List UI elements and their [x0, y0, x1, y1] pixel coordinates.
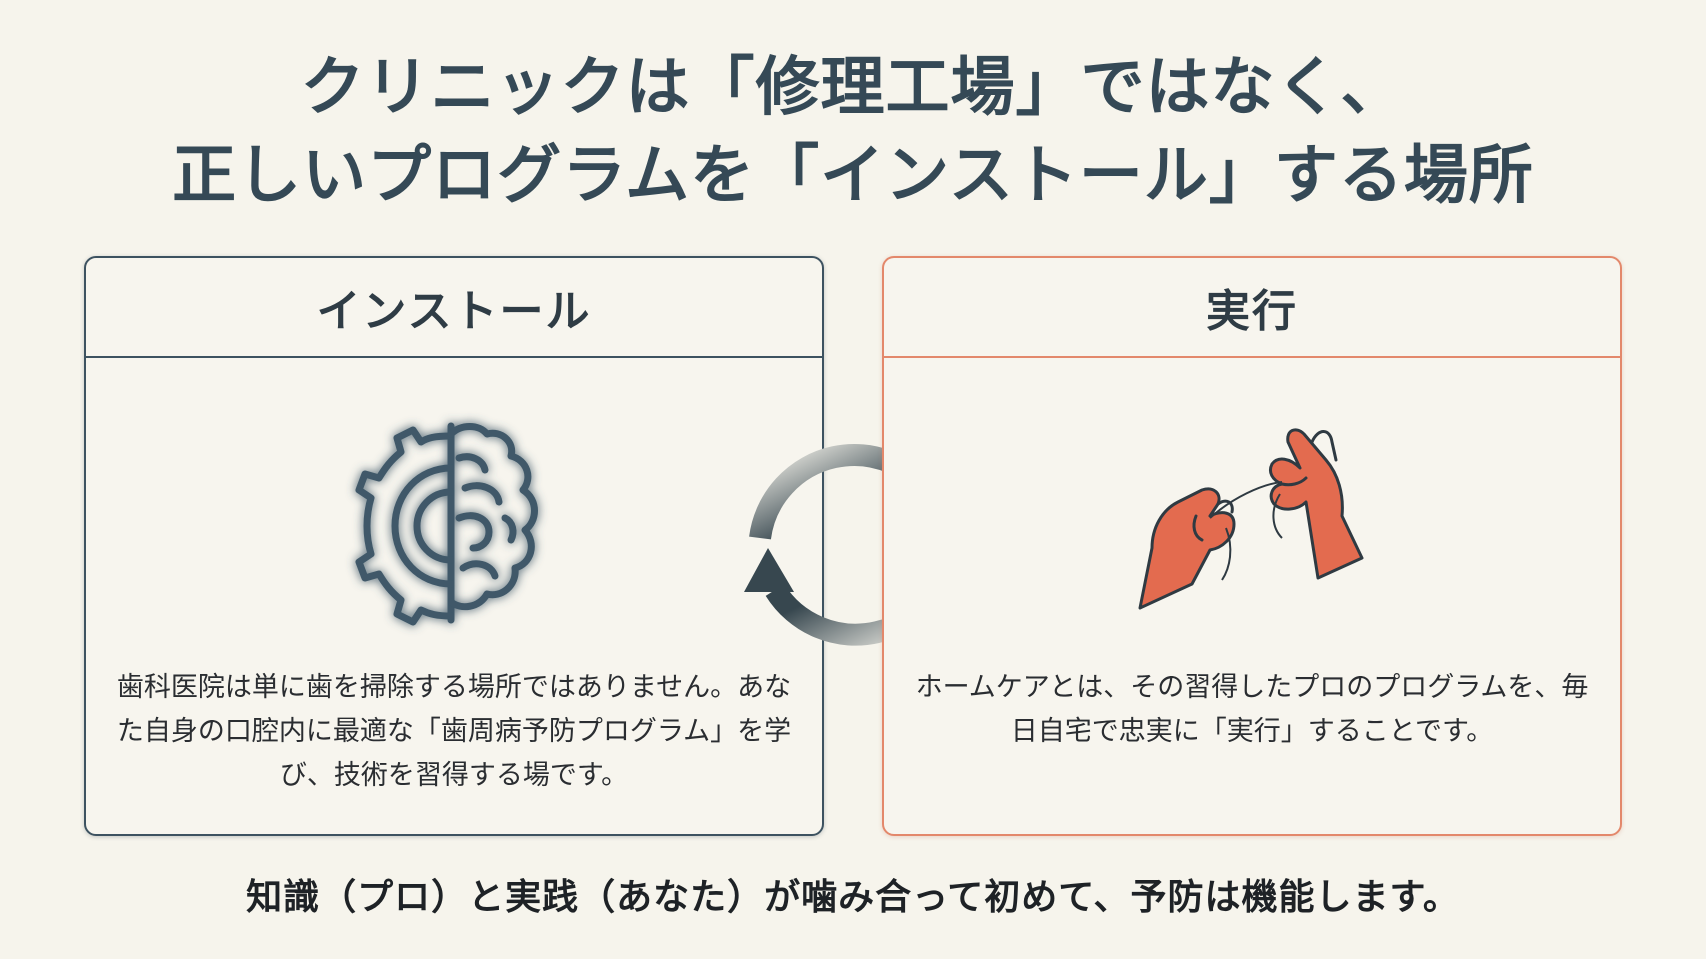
install-panel: インストール [84, 256, 824, 836]
execute-panel-header: 実行 [884, 258, 1620, 358]
install-panel-header: インストール [86, 258, 822, 358]
footer-statement: 知識（プロ）と実践（あなた）が噛み合って初めて、予防は機能します。 [246, 877, 1460, 918]
page-title-line-2: 正しいプログラムを「インストール」する場所 [172, 139, 1534, 213]
page-title: クリニックは「修理工場」ではなく、 正しいプログラムを「インストール」する場所 [0, 44, 1706, 220]
execute-panel-text: ホームケアとは、その習得したプロのプログラムを、毎日自宅で忠実に「実行」すること… [915, 672, 1589, 747]
install-panel-text: 歯科医院は単に歯を掃除する場所ではありません。あなた自身の口腔内に最適な「歯周病… [116, 672, 792, 791]
page-title-line-1: クリニックは「修理工場」ではなく、 [300, 51, 1406, 125]
execute-panel: 実行 ホームケアとは、その習得したプロのプログラムを、毎日自宅で忠実に「実行」す… [882, 256, 1622, 836]
gear-brain-icon [339, 408, 569, 642]
hands-flossing-icon [1122, 398, 1382, 622]
